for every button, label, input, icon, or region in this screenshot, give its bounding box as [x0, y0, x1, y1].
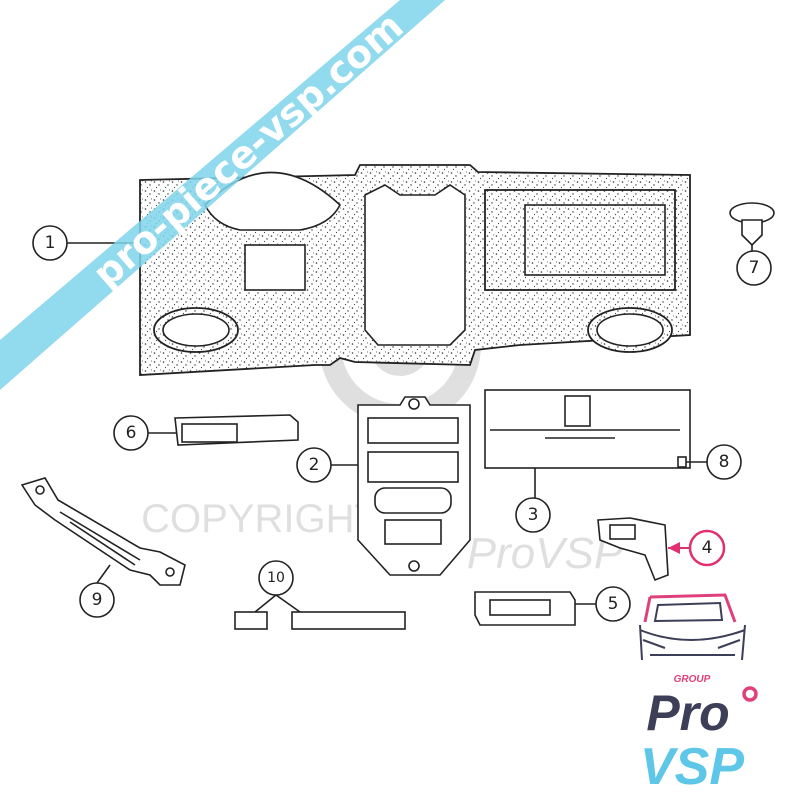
logo-vsp-text: VSP: [640, 738, 744, 796]
copyright-brand: ProVSP: [467, 529, 624, 578]
svg-text:8: 8: [719, 452, 730, 472]
part-7-clip: [729, 202, 775, 252]
copyright-text: COPYRIGHT: [141, 497, 379, 541]
callout-1: 1: [32, 225, 68, 261]
callout-10: 10: [258, 560, 294, 596]
provsp-logo: GROUP Pro VSP: [639, 593, 758, 796]
logo-pro-text: Pro: [646, 685, 729, 741]
svg-text:10: 10: [267, 570, 285, 586]
svg-text:9: 9: [92, 590, 103, 610]
logo-group-text: GROUP: [674, 674, 711, 685]
svg-text:6: 6: [126, 423, 137, 443]
part-8-screw: [677, 456, 707, 468]
svg-text:4: 4: [702, 538, 713, 558]
svg-text:7: 7: [749, 258, 760, 278]
svg-text:2: 2: [309, 455, 320, 475]
part-10-strips: [234, 594, 406, 630]
svg-text:3: 3: [528, 505, 539, 525]
callout-9: 9: [79, 582, 115, 618]
callout-4: 4: [688, 529, 726, 567]
part-6-pocket: [148, 414, 299, 446]
callout-2: 2: [296, 447, 332, 483]
part-4-bracket: [597, 517, 690, 582]
callout-3: 3: [515, 497, 551, 533]
svg-text:5: 5: [608, 594, 619, 614]
part-2-console-plate: [357, 396, 471, 576]
callout-5: 5: [595, 586, 631, 622]
svg-text:1: 1: [45, 233, 56, 253]
part-9-bar: [20, 477, 186, 586]
callout-7: 7: [736, 250, 772, 286]
part-3-panel: [484, 389, 691, 500]
part-5-ashtray: [474, 591, 596, 626]
callout-8: 8: [706, 444, 742, 480]
part-1-dashboard: [139, 164, 691, 376]
callout-6: 6: [113, 415, 149, 451]
